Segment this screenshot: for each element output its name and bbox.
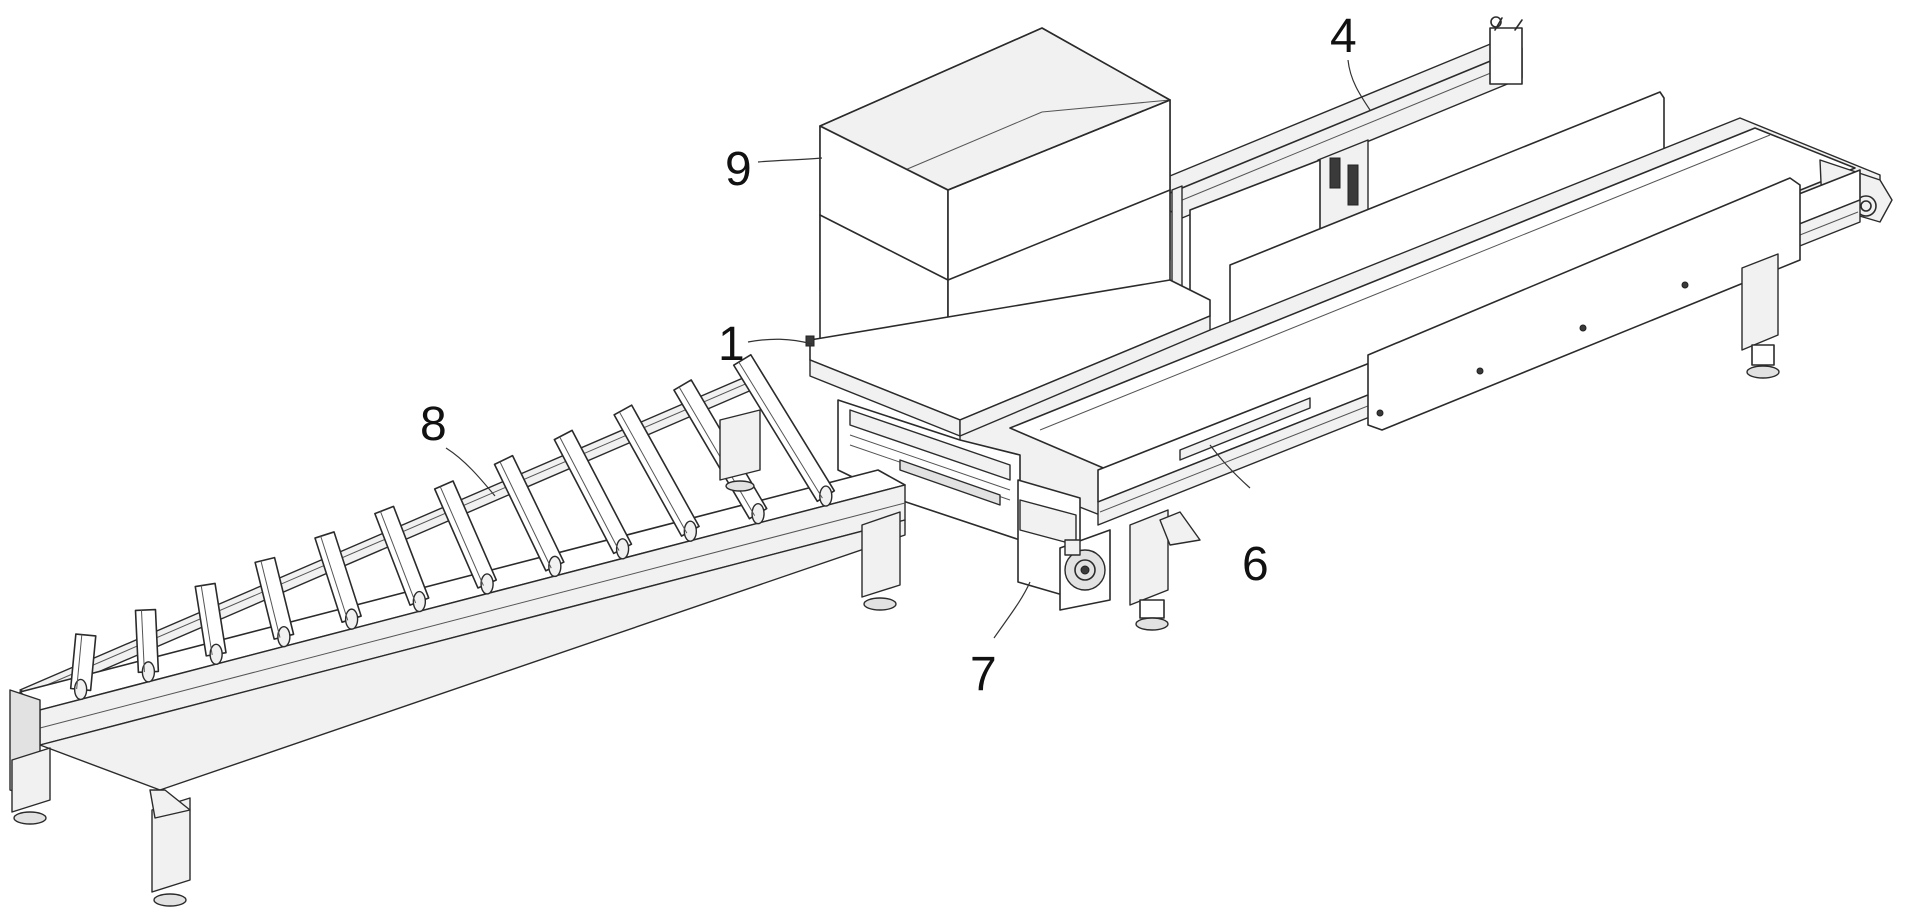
roller-highlight bbox=[320, 536, 349, 621]
roller-end-cap bbox=[480, 573, 494, 595]
roller-highlight bbox=[140, 610, 145, 673]
leader-8 bbox=[445, 447, 496, 497]
belt-conveyor bbox=[959, 91, 1893, 631]
callout-6: 6 bbox=[1242, 538, 1269, 591]
roller-conveyor bbox=[9, 353, 906, 907]
callout-8: 8 bbox=[420, 398, 447, 451]
roller bbox=[732, 353, 836, 503]
roller-end-cap bbox=[819, 485, 833, 507]
roller-highlight bbox=[76, 634, 83, 690]
roller-highlight bbox=[200, 585, 213, 655]
roller-end-cap bbox=[548, 555, 562, 578]
roller-end-cap bbox=[412, 590, 427, 613]
roller-highlight bbox=[559, 436, 620, 551]
motor-drive bbox=[1017, 479, 1111, 611]
roller bbox=[553, 429, 633, 555]
roller-end-cap bbox=[141, 661, 156, 683]
leader-9 bbox=[757, 157, 823, 163]
roller-end-cap bbox=[615, 538, 630, 560]
roller-end-cap bbox=[344, 608, 359, 630]
roller bbox=[493, 454, 565, 572]
roller-highlight bbox=[618, 411, 688, 534]
callout-9: 9 bbox=[725, 143, 752, 196]
roller-legs bbox=[11, 409, 901, 907]
cross-slide bbox=[837, 399, 1021, 541]
leader-7 bbox=[993, 581, 1031, 639]
leader-1 bbox=[747, 338, 813, 345]
roller bbox=[69, 633, 97, 692]
roller-highlight bbox=[439, 486, 484, 586]
hopper-base bbox=[805, 279, 1211, 437]
roller-end-cap bbox=[683, 520, 698, 542]
roller-end-cap bbox=[751, 502, 765, 525]
leader-6 bbox=[1209, 444, 1251, 489]
roller bbox=[613, 404, 700, 537]
roller-highlight bbox=[738, 361, 823, 499]
roller-highlight bbox=[379, 511, 417, 604]
roller-end-cap bbox=[73, 678, 88, 701]
roller-highlight bbox=[678, 386, 756, 516]
callout-labels: 9 1 4 6 7 8 bbox=[420, 10, 1357, 701]
leader-lines bbox=[445, 59, 1371, 639]
callout-1: 1 bbox=[718, 318, 745, 371]
callout-4: 4 bbox=[1330, 10, 1357, 63]
roller-end-cap bbox=[277, 626, 291, 648]
roller bbox=[433, 480, 498, 589]
callout-7: 7 bbox=[970, 648, 997, 701]
roller-highlight bbox=[260, 560, 281, 638]
conveyor-legs bbox=[1129, 253, 1780, 631]
roller bbox=[194, 582, 227, 657]
leader-4 bbox=[1347, 59, 1371, 111]
roller-end-cap bbox=[209, 643, 223, 665]
roller-highlight bbox=[499, 461, 552, 569]
roller bbox=[134, 608, 160, 674]
